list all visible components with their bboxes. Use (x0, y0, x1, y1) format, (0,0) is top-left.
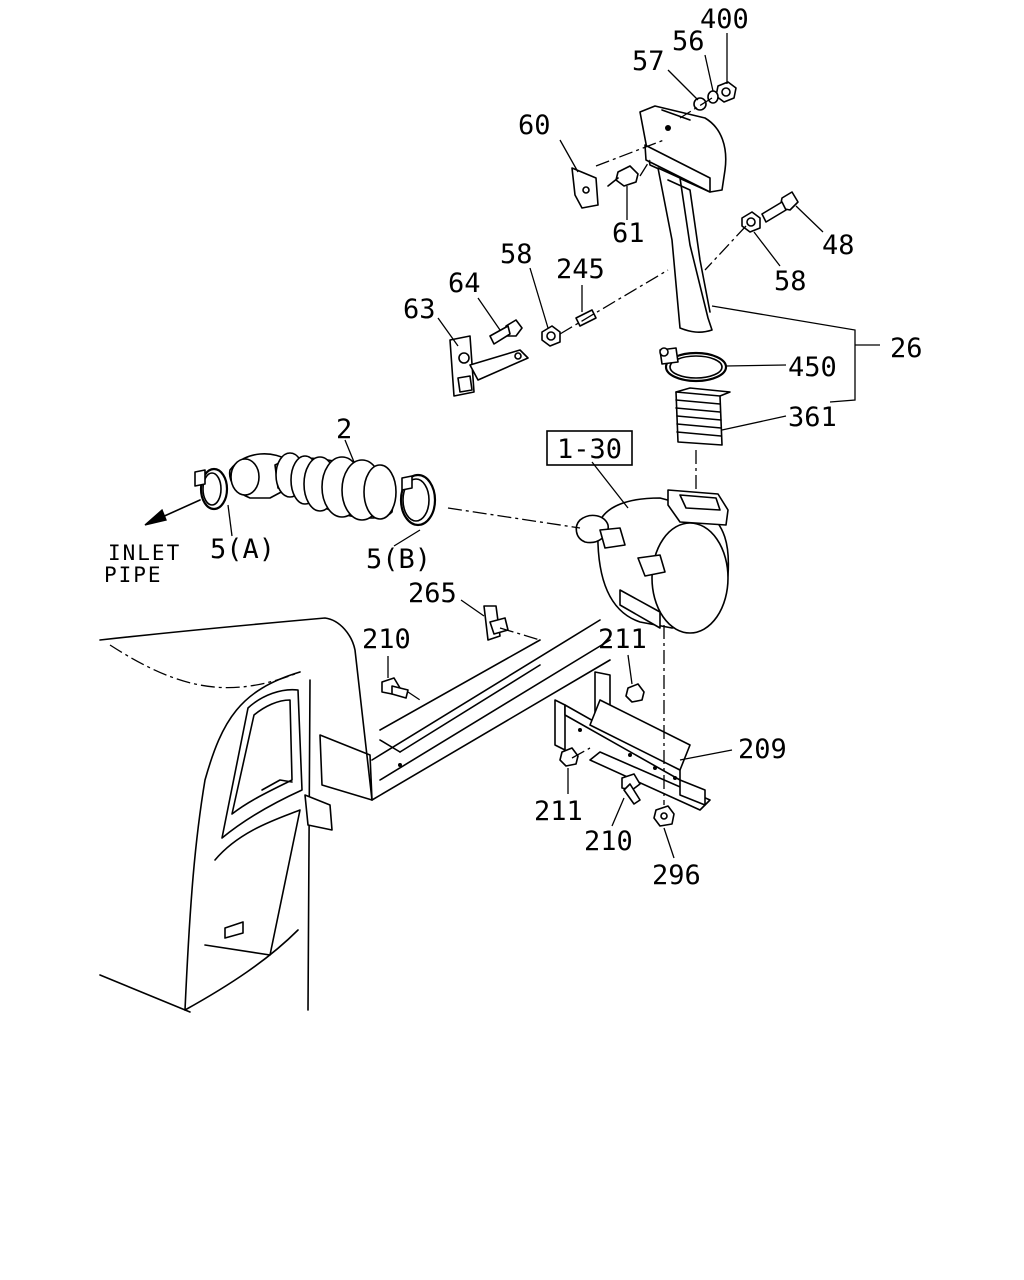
callout-5a: 5(A) (210, 534, 275, 565)
callout-296: 296 (652, 860, 701, 891)
callout-209: 209 (738, 734, 787, 765)
callout-61: 61 (612, 218, 645, 249)
intake-hose (228, 452, 397, 521)
callout-labels: 400 56 57 60 61 48 58 58 245 64 63 26 45… (104, 4, 923, 891)
hose-clamp-5b (399, 473, 437, 527)
fasteners (381, 81, 799, 827)
callout-63: 63 (403, 294, 436, 325)
truck-cab (99, 617, 373, 1013)
bracket-209 (554, 671, 711, 811)
callout-210-top: 210 (362, 624, 411, 655)
callout-265: 265 (408, 578, 457, 609)
inlet-pipe-label-line1: INLET (108, 541, 181, 565)
callout-58-right: 58 (774, 266, 807, 297)
leader-lines (227, 33, 880, 859)
chassis-frame (371, 619, 611, 801)
callout-211-bottom: 211 (534, 796, 583, 827)
callout-60: 60 (518, 110, 551, 141)
callout-26: 26 (890, 333, 923, 364)
callout-2: 2 (336, 414, 352, 445)
callout-57: 57 (632, 46, 665, 77)
callout-400: 400 (700, 4, 749, 35)
label-box-1-30 (546, 430, 633, 466)
callout-64: 64 (448, 268, 481, 299)
callout-211-top: 211 (598, 624, 647, 655)
callout-361: 361 (788, 402, 837, 433)
callout-56: 56 (672, 26, 705, 57)
callout-5b: 5(B) (366, 544, 431, 575)
callout-1-30: 1-30 (557, 434, 622, 465)
callout-58-left: 58 (500, 239, 533, 270)
callout-450: 450 (788, 352, 837, 383)
callout-48: 48 (822, 230, 855, 261)
clip-265 (483, 605, 509, 641)
hose-clamp-5a (194, 467, 229, 511)
intake-duct (639, 105, 727, 333)
stay-bracket-63 (449, 335, 529, 397)
inlet-pipe-arrow (144, 499, 201, 526)
inlet-pipe-label-line2: PIPE (104, 563, 163, 587)
assembly-lines (407, 97, 747, 805)
filter-element-361 (675, 387, 731, 446)
callout-245: 245 (556, 254, 605, 285)
callout-210-bottom: 210 (584, 826, 633, 857)
air-cleaner-assembly (575, 489, 730, 634)
duct-clamp-450 (659, 347, 728, 383)
mount-bracket-60 (571, 167, 599, 209)
